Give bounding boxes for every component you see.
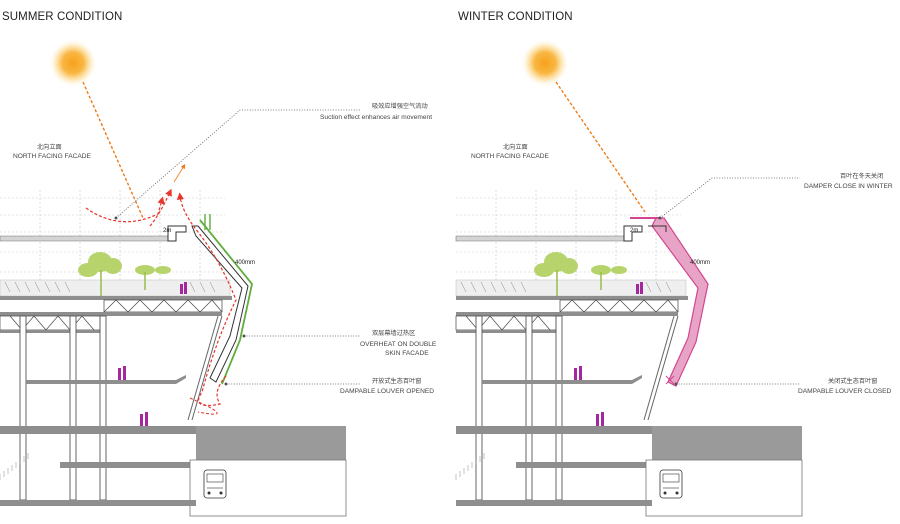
winter-double-skin-facade bbox=[651, 217, 709, 387]
winter-building-section bbox=[455, 189, 803, 517]
summer-note-suction-cn: 吸效应增强空气流动 bbox=[372, 102, 428, 110]
winter-sun-ray bbox=[555, 81, 646, 213]
summer-hot-airflow bbox=[176, 192, 237, 407]
summer-note-louver-cn: 开放式生态百叶窗 bbox=[372, 377, 422, 385]
summer-title: SUMMER CONDITION bbox=[2, 11, 122, 23]
winter-note-louver-en: DAMPABLE LOUVER CLOSED bbox=[798, 388, 892, 395]
summer-note-louver-en: DAMPABLE LOUVER OPENED bbox=[340, 388, 434, 395]
summer-dim-2m: 2m bbox=[163, 228, 171, 234]
summer-double-skin-facade bbox=[191, 225, 249, 383]
winter-note-damper-cn: 百叶在冬天关闭 bbox=[840, 172, 883, 180]
summer-note-suction-en: Suction effect enhances air movement bbox=[320, 114, 432, 121]
winter-title: WINTER CONDITION bbox=[458, 11, 573, 23]
winter-trees bbox=[534, 252, 627, 296]
winter-note-louver-cn: 关闭式生态百叶窗 bbox=[828, 377, 878, 385]
summer-sun-ray bbox=[82, 81, 144, 219]
summer-dim-400mm: 400mm bbox=[235, 260, 255, 266]
summer-sun-icon bbox=[49, 39, 97, 87]
winter-north-cn: 北向立面 bbox=[503, 143, 528, 151]
winter-people bbox=[574, 282, 643, 426]
winter-sun-icon bbox=[521, 39, 569, 87]
summer-building-section bbox=[0, 189, 347, 517]
winter-note-damper-en: DAMPER CLOSE IN WINTER bbox=[804, 183, 893, 190]
winter-north-en: NORTH FACING FACADE bbox=[471, 153, 550, 160]
summer-trees bbox=[78, 252, 171, 296]
summer-north-cn: 北向立面 bbox=[37, 143, 62, 151]
winter-panel: WINTER CONDITION 北向立面 NORTH FACING FACAD… bbox=[455, 11, 893, 517]
summer-note-overheat-cn: 双层幕墙过热区 bbox=[372, 329, 415, 337]
winter-dim-400mm: 400mm bbox=[690, 260, 710, 266]
summer-note-overheat-en: OVERHEAT ON DOUBLE bbox=[360, 341, 437, 348]
summer-people bbox=[118, 282, 187, 426]
winter-dim-2m: 2m bbox=[630, 228, 638, 234]
summer-note-overheat-en2: SKIN FACADE bbox=[385, 350, 429, 357]
summer-panel: SUMMER CONDITION 北向立面 NORTH FACING FACAD… bbox=[0, 11, 437, 517]
summer-north-en: NORTH FACING FACADE bbox=[13, 153, 92, 160]
